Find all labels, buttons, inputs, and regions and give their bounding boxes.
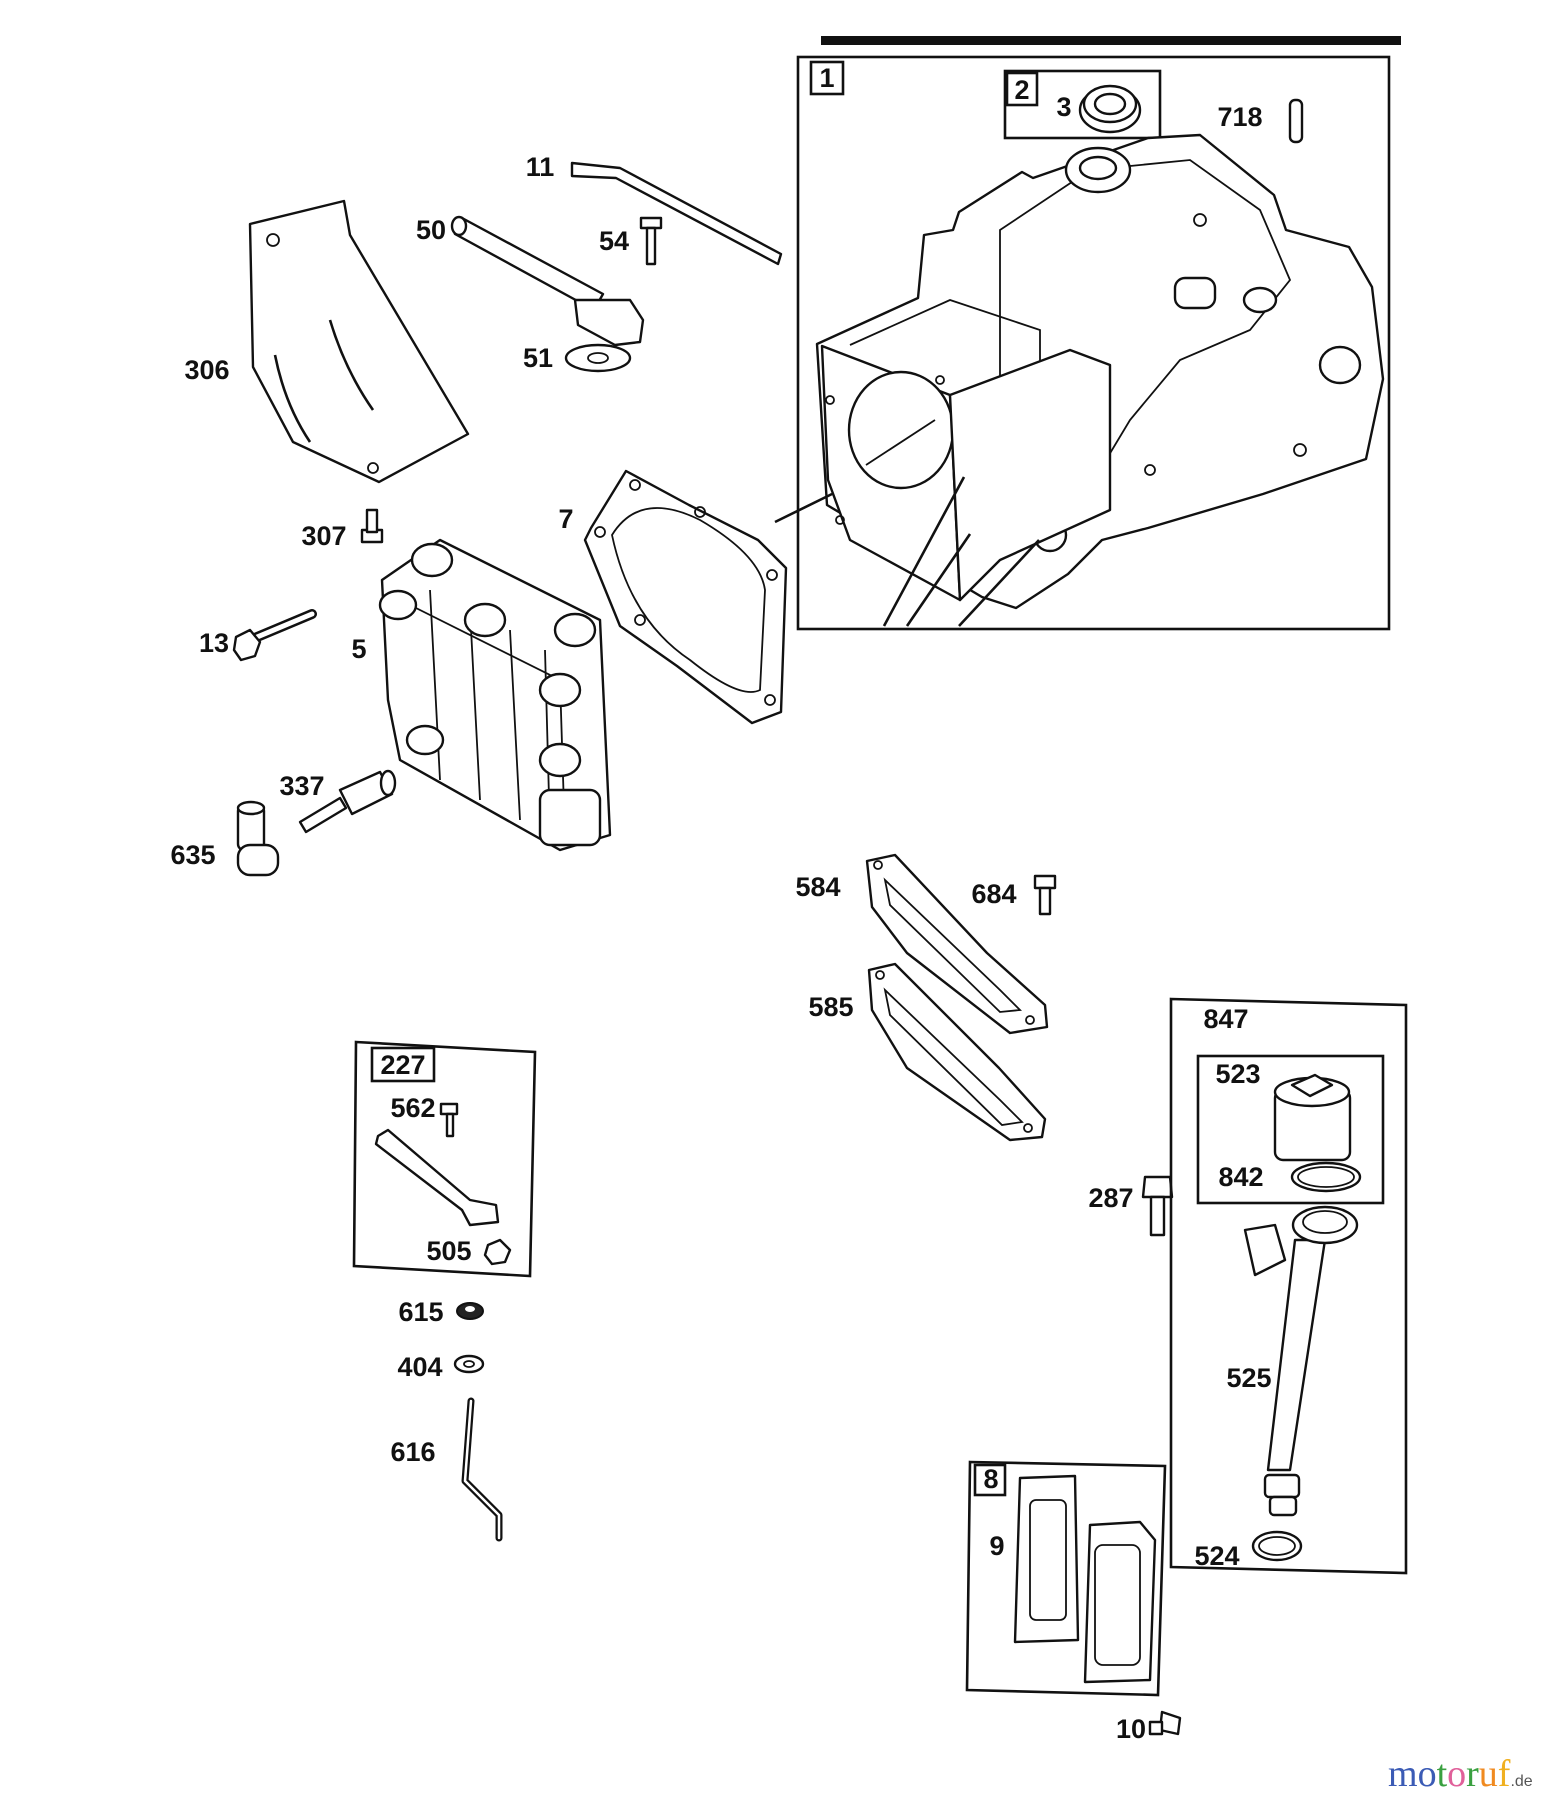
callout-3: 3: [1056, 92, 1071, 122]
callout-562: 562: [390, 1093, 435, 1123]
leader-line: [882, 476, 966, 627]
frame-breather-assembly: [965, 1460, 1167, 1697]
callout-525: 525: [1226, 1363, 1271, 1393]
callout-9: 9: [989, 1531, 1004, 1561]
breather-gasket: [1013, 1474, 1080, 1644]
watermark-letter: f: [1497, 1753, 1511, 1795]
callout-54: 54: [599, 226, 629, 256]
frame-2-tag: [1005, 71, 1039, 107]
bolt: [1141, 1175, 1174, 1237]
callout-505: 505: [426, 1236, 471, 1266]
callout-13: 13: [199, 628, 229, 658]
washer: [453, 1354, 485, 1374]
frame-8-tag: [973, 1463, 1007, 1497]
watermark-letter: o: [1417, 1753, 1437, 1795]
callout-524: 524: [1194, 1541, 1239, 1571]
frame-2-seal: [1003, 69, 1162, 140]
watermark-letter: m: [1388, 1753, 1418, 1795]
callout-523: 523: [1215, 1059, 1260, 1089]
watermark-letter: o: [1447, 1753, 1467, 1795]
callout-615: 615: [398, 1297, 443, 1327]
callout-337: 337: [279, 771, 324, 801]
callout-584: 584: [795, 872, 840, 902]
head-gasket: [583, 469, 788, 725]
bolt: [360, 508, 384, 544]
watermark-letter: t: [1436, 1753, 1448, 1795]
callout-307: 307: [301, 521, 346, 551]
o-ring: [1290, 1161, 1362, 1193]
bolt: [639, 216, 663, 266]
callout-2: 2: [1014, 75, 1029, 105]
dipstick-tube: [1243, 1205, 1359, 1517]
intake-gasket: [867, 962, 1047, 1142]
bolt: [1033, 874, 1057, 916]
callout-718: 718: [1217, 102, 1262, 132]
breather-cover: [1083, 1520, 1157, 1684]
callout-11: 11: [526, 152, 555, 182]
frame-governor-assembly: [352, 1040, 537, 1278]
oil-seal: [1078, 84, 1142, 134]
callout-50: 50: [416, 215, 446, 245]
nut: [483, 1238, 512, 1266]
watermark-suffix: .de: [1510, 1773, 1533, 1790]
tube-with-bracket: [450, 215, 645, 347]
header-bar: [821, 36, 1401, 45]
frame-dipstick-assembly: [1169, 997, 1408, 1575]
callout-10: 10: [1116, 1714, 1146, 1744]
callout-227: 227: [380, 1050, 425, 1080]
gasket: [564, 343, 632, 373]
cylinder-shield: [248, 199, 470, 484]
spark-plug: [298, 769, 397, 834]
callout-616: 616: [390, 1437, 435, 1467]
callout-306: 306: [184, 355, 229, 385]
dipstick-cap: [1273, 1073, 1352, 1162]
leader-line: [905, 533, 972, 627]
callout-585: 585: [808, 992, 853, 1022]
callout-8: 8: [983, 1464, 998, 1494]
callout-842: 842: [1218, 1162, 1263, 1192]
leader-line: [774, 492, 833, 524]
frame-1-tag: [809, 60, 845, 96]
leader-line: [958, 539, 1040, 627]
crankcase: [815, 133, 1385, 610]
callout-1: 1: [819, 63, 834, 93]
cylinder-head: [378, 538, 612, 852]
callout-404: 404: [397, 1352, 442, 1382]
frame-523-dipstick: [1196, 1054, 1385, 1205]
motoruf-watermark-logo: motoruf.de: [1388, 1752, 1533, 1796]
callout-51: 51: [523, 343, 553, 373]
callout-847: 847: [1203, 1004, 1248, 1034]
frame-crankcase-assembly: [796, 55, 1391, 631]
screw: [439, 1102, 459, 1138]
callout-7: 7: [558, 504, 573, 534]
frame-227-tag: [370, 1046, 436, 1083]
intake-gasket: [865, 853, 1049, 1035]
governor-arm: [374, 1128, 500, 1227]
head-bolt: [232, 609, 317, 662]
watermark-letter: u: [1478, 1753, 1498, 1795]
watermark-letter: r: [1466, 1753, 1479, 1795]
bolt: [1148, 1710, 1182, 1736]
washer: [456, 1302, 484, 1320]
callout-287: 287: [1088, 1183, 1133, 1213]
callout-635: 635: [170, 840, 215, 870]
spark-plug-boot: [236, 800, 280, 877]
callout-684: 684: [971, 879, 1016, 909]
breather-tube: [570, 161, 783, 266]
dowel-pin: [1288, 98, 1304, 144]
callout-5: 5: [351, 634, 366, 664]
